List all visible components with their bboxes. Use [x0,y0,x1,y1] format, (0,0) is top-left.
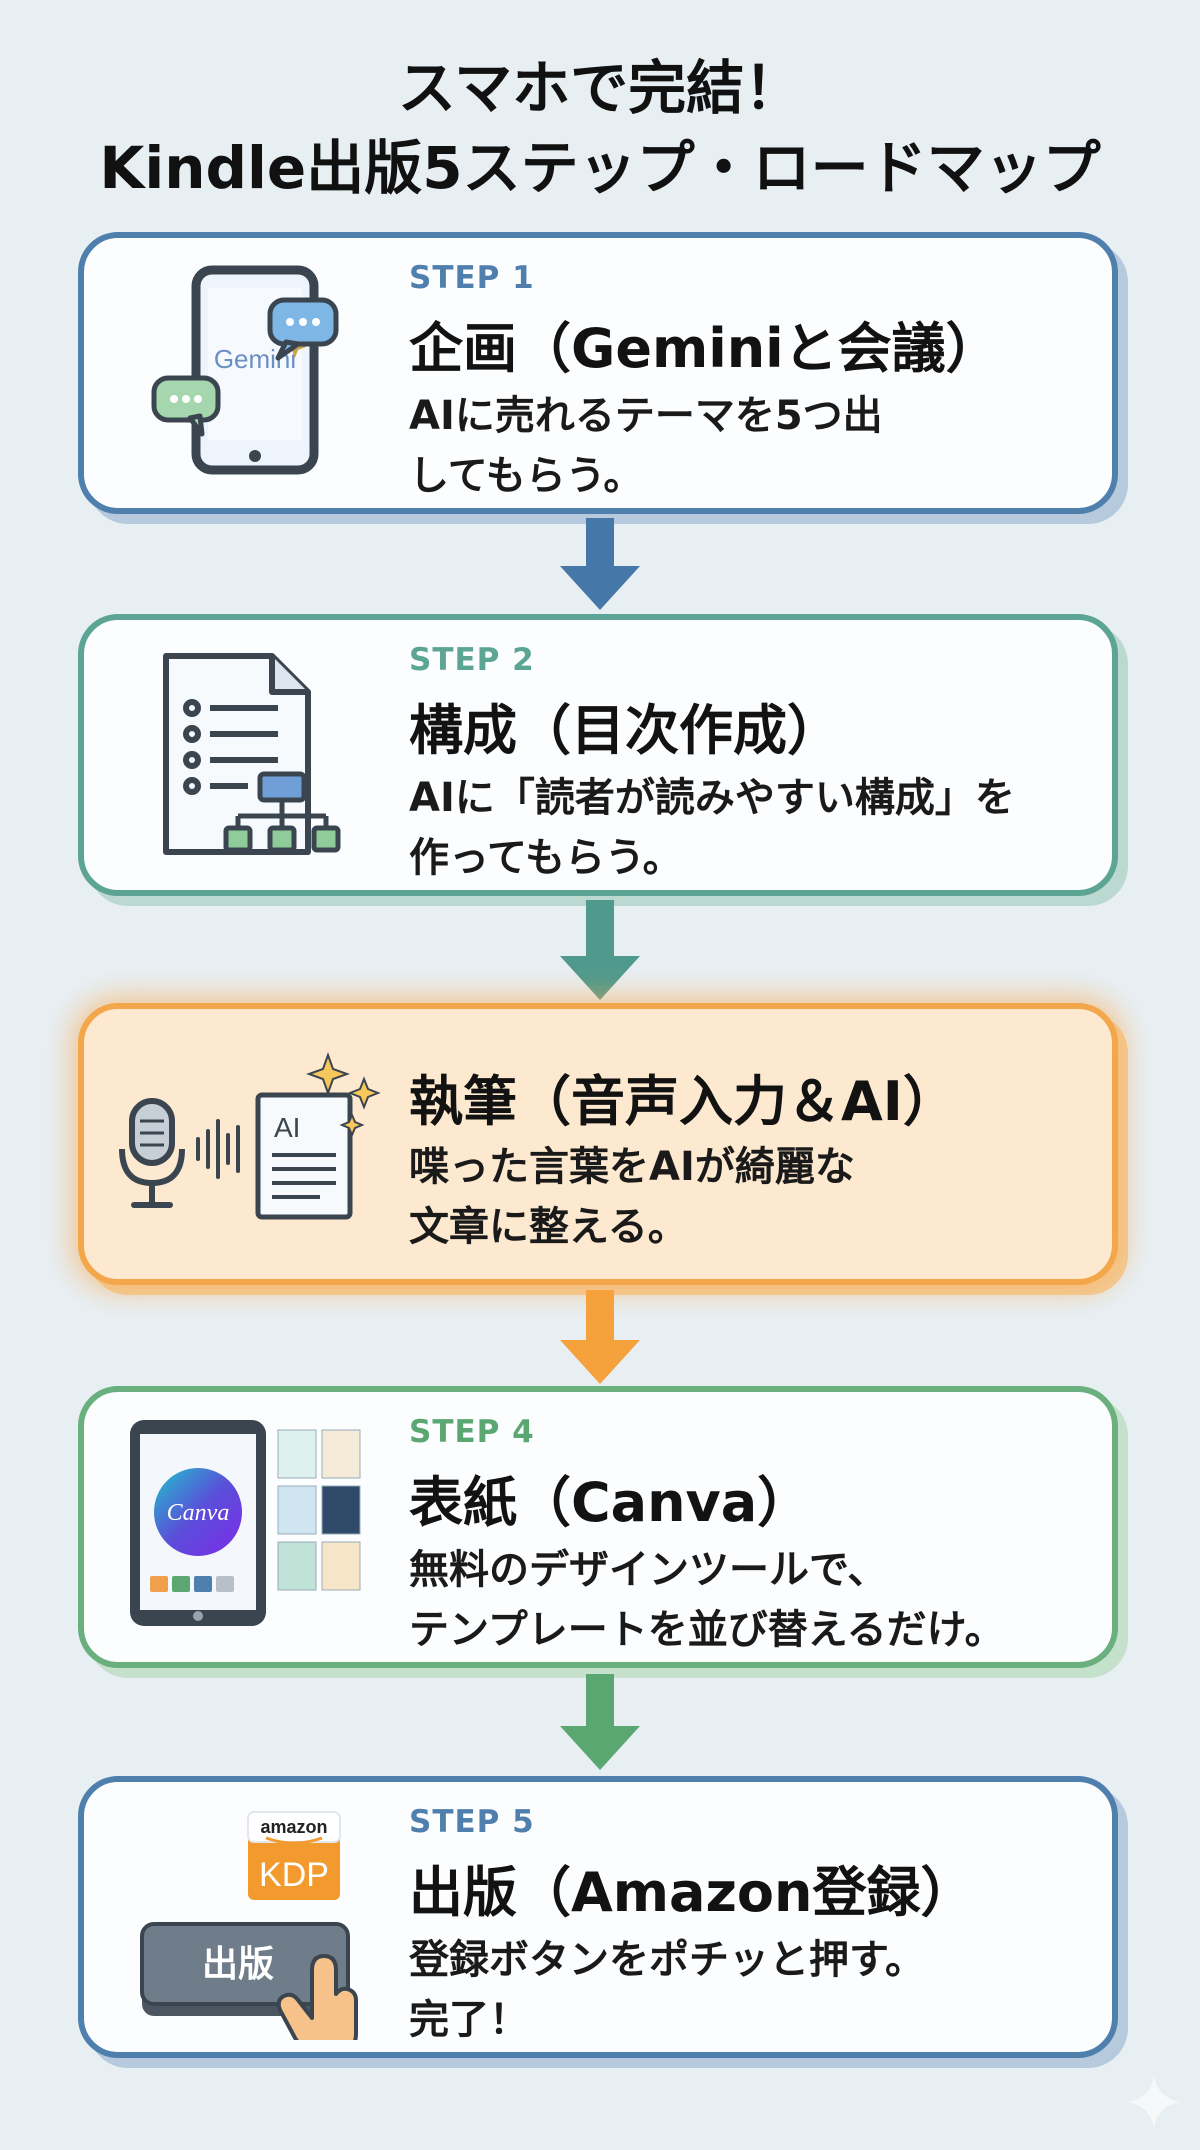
arrow-down-2-icon [560,900,640,1000]
step-5-label: STEP 5 [409,1804,535,1840]
template-thumbnails [277,1429,361,1591]
sound-wave-icon [196,1119,240,1179]
step-2-description: AIに「読者が読みやすい構成」を 作ってもらう。 [409,768,1109,888]
step-5-desc-line-2: 完了！ [409,1997,529,2043]
step-3-card: AI 執筆（音声入力＆AI） 喋った言葉をAIが綺麗な 文章に整える。 [78,1003,1118,1285]
microphone-icon [119,1098,185,1208]
step-3-description: 喋った言葉をAIが綺麗な 文章に整える。 [409,1137,1109,1257]
step-3-desc-line-2: 文章に整える。 [409,1204,688,1250]
step-2-heading: 構成（目次作成） [409,699,841,762]
step-4-label: STEP 4 [409,1414,535,1450]
step-1-card: Gemini STEP 1 企画（Geminiと会議） AIに売れるテーマを5つ… [78,232,1118,514]
step-4-desc-line-2: テンプレートを並び替えるだけ。 [409,1607,1005,1653]
sparkle-watermark-icon [1128,2076,1180,2128]
step-4-heading: 表紙（Canva） [409,1471,812,1534]
step-5-description: 登録ボタンをポチッと押す。 完了！ [409,1930,1109,2050]
step-5-heading: 出版（Amazon登録） [409,1861,975,1924]
step-3-desc-line-1: 喋った言葉をAIが綺麗な [409,1144,855,1190]
publish-button-text: 出版 [202,1944,274,1985]
kdp-logo-text: KDP [259,1856,329,1894]
publish-button-icon: 出版 [140,1922,350,2016]
step-4-description: 無料のデザインツールで、 テンプレートを並び替えるだけ。 [409,1540,1109,1660]
step-1-description: AIに売れるテーマを5つ出 してもらう。 [409,386,1109,506]
title-line-2: Kindle出版5ステップ・ロードマップ [99,134,1101,202]
arrow-down-1-icon [560,518,640,610]
amazon-logo-text: amazon [260,1817,327,1837]
ai-document-text: AI [274,1112,300,1143]
document-outline-icon [163,653,341,855]
amazon-kdp-publish-icon: amazon KDP 出版 [140,1811,358,2040]
tablet-canva-icon: Canva [130,1420,361,1626]
step-2-label: STEP 2 [409,642,535,678]
step-5-desc-line-1: 登録ボタンをポチッと押す。 [409,1937,925,1983]
hand-pointer-icon [276,1954,358,2040]
sparkle-icon [306,1052,350,1096]
step-1-desc-line-2: してもらう。 [409,453,644,499]
step-2-desc-line-2: 作ってもらう。 [409,835,683,881]
step-3-heading: 執筆（音声入力＆AI） [409,1070,957,1133]
chat-bubble-blue-icon [267,297,339,361]
step-2-desc-line-1: AIに「読者が読みやすい構成」を [409,775,1015,821]
step-1-heading: 企画（Geminiと会議） [409,317,1000,380]
step-5-card: amazon KDP 出版 STEP 5 出版（Amazon登録） 登録ボタンを… [78,1776,1118,2058]
ai-document-icon: AI [255,1092,353,1220]
step-2-card: STEP 2 構成（目次作成） AIに「読者が読みやすい構成」を 作ってもらう。 [78,614,1118,896]
arrow-down-3-icon [560,1290,640,1384]
step-1-label: STEP 1 [409,260,535,296]
step-4-card: Canva STEP 4 表紙（Canva） 無料のデザインツールで、 テンプレ… [78,1386,1118,1668]
page-title: スマホで完結！ Kindle出版5ステップ・ロードマップ [0,48,1200,208]
step-1-desc-line-1: AIに売れるテーマを5つ出 [409,393,883,439]
microphone-ai-document-icon: AI [119,1052,381,1220]
canva-logo-text: Canva [167,1500,230,1526]
step-4-desc-line-1: 無料のデザインツールで、 [409,1547,888,1593]
chat-bubble-green-icon [151,375,221,437]
title-line-1: スマホで完結！ [397,54,803,122]
arrow-down-4-icon [560,1674,640,1770]
smartphone-chat-icon: Gemini [151,265,339,475]
